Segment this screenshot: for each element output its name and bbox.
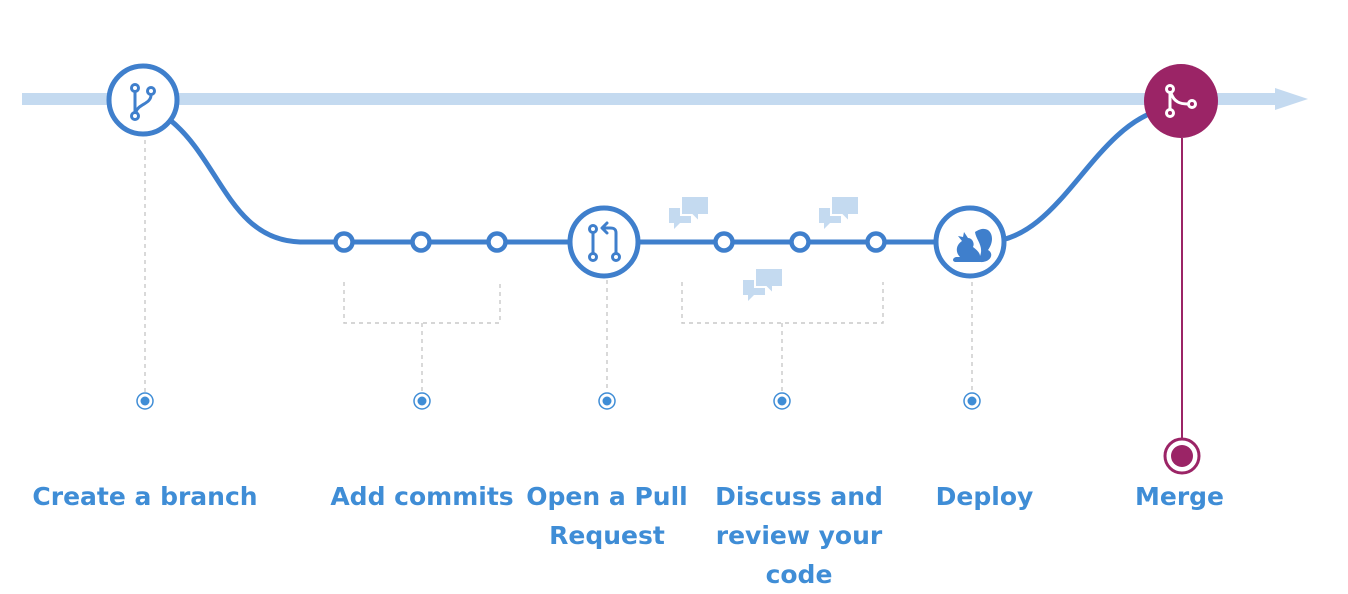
step-marker (136, 392, 154, 410)
step-marker (963, 392, 981, 410)
merge-node (1144, 64, 1218, 138)
deploy-node (933, 205, 1007, 279)
step-label-deploy: Deploy (935, 482, 1034, 511)
commit-dots (333, 231, 887, 253)
comment-discussion-icon (742, 267, 784, 302)
step-label-merge: Merge (1134, 482, 1224, 511)
git-pull-request-icon (588, 221, 621, 262)
pull-request-node (567, 205, 641, 279)
step-label-add-commits: Add commits (330, 482, 514, 511)
feature-branch-line (167, 107, 1163, 245)
git-branch-icon (130, 83, 156, 121)
commit-dot (789, 231, 811, 253)
comment-discussion-icon (668, 195, 710, 230)
commit-dot (865, 231, 887, 253)
step-markers (136, 392, 1201, 475)
commit-dot (410, 231, 432, 253)
commit-dot (486, 231, 508, 253)
squirrel-icon (953, 228, 992, 263)
step-label-create-branch: Create a branch (32, 482, 258, 511)
step-marker (413, 392, 431, 410)
create-branch-node (106, 63, 180, 137)
main-branch-arrow (22, 88, 1308, 110)
step-label-open-pull-request: Open a Pull Request (526, 482, 688, 550)
commit-dot (333, 231, 355, 253)
step-marker (773, 392, 791, 410)
git-merge-icon (1165, 84, 1197, 118)
comment-bubbles (668, 195, 860, 302)
merge-step-marker (1163, 437, 1201, 475)
guide-lines (144, 140, 973, 392)
step-marker (598, 392, 616, 410)
step-label-discuss-review: Discuss and review your code (715, 482, 883, 589)
comment-discussion-icon (818, 195, 860, 230)
commit-dot (713, 231, 735, 253)
